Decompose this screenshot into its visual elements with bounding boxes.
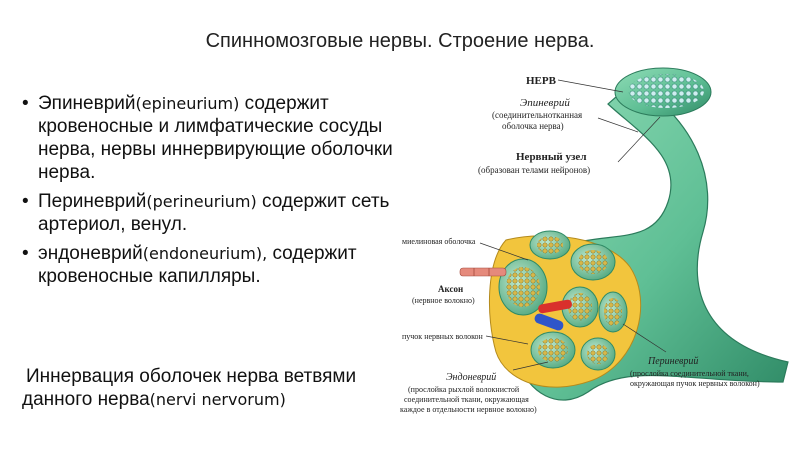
label-epineurium-desc: (соединительнотканная — [492, 110, 582, 120]
bullet-lead: эндоневрий — [38, 243, 143, 264]
vein — [534, 313, 564, 331]
label-myelin: миелиновая оболочка — [402, 237, 476, 246]
bullet-text: содержит кровеносные капилляры. — [38, 243, 357, 287]
bundle-fibers — [604, 298, 622, 326]
artery — [538, 299, 572, 314]
leader-myelin — [479, 242, 529, 261]
label-endoneurium-desc: соединительной ткани, окружающая — [404, 395, 529, 404]
nerve-bundles — [498, 230, 628, 371]
leader-endoneurium — [512, 361, 549, 371]
leader-ganglion — [617, 116, 661, 163]
bundle-fibers — [587, 344, 609, 364]
bullet-epineurium: Эпиневрий(epineurium) содержит кровеносн… — [22, 92, 402, 184]
label-perineurium: Периневрий — [647, 356, 698, 367]
leader-bundle — [485, 335, 529, 345]
ganglion-neurons — [628, 74, 704, 108]
label-ganglion-desc: (образован телами нейронов) — [478, 165, 590, 175]
footer-text: Иннервация оболочек нерва ветвями данног… — [22, 366, 357, 410]
bullet-lead: Периневрий — [38, 191, 147, 212]
leader-nerve — [557, 79, 624, 93]
bullet-latin: (perineurium) — [146, 192, 257, 211]
bullet-endoneurium: эндоневрий(endoneurium), содержит кровен… — [22, 242, 402, 288]
slide-title: Спинномозговые нервы. Строение нерва. — [205, 30, 595, 52]
label-nerve: НЕРВ — [526, 75, 557, 87]
nerve-structure-illustration: НЕРВ Эпиневрий (соединительнотканная обо… — [400, 67, 789, 414]
label-ganglion: Нервный узел — [516, 151, 587, 163]
bundle-fibers — [537, 236, 563, 254]
bundle-fibers — [578, 250, 608, 274]
label-endoneurium-desc: (прослойка рыхлой волокнистой — [408, 385, 520, 394]
label-epineurium-desc: оболочка нерва) — [502, 121, 564, 131]
label-endoneurium: Эндоневрий — [446, 372, 496, 383]
bullet-latin: (endoneurium), — [142, 244, 268, 263]
leader-perineurium — [622, 323, 667, 353]
footer-note: Иннервация оболочек нерва ветвями данног… — [22, 365, 382, 411]
leader-epineurium — [597, 117, 639, 133]
bundle-fibers — [538, 338, 568, 362]
label-axon: Аксон — [438, 284, 463, 294]
footer-latin: (nervi nervorum) — [149, 390, 286, 409]
bullet-list: Эпиневрий(epineurium) содержит кровеносн… — [22, 92, 402, 294]
axon — [459, 267, 507, 277]
label-endoneurium-desc: каждое в отдельности нервное волокно) — [400, 405, 537, 414]
bundle-fibers — [506, 267, 540, 307]
label-epineurium: Эпиневрий — [520, 97, 570, 109]
bundle-fibers — [568, 293, 592, 321]
leader-lines — [479, 79, 667, 371]
bullet-text: содержит сеть артериол, венул. — [38, 191, 390, 235]
bullet-latin: (epineurium) — [135, 94, 240, 113]
bullet-lead: Эпиневрий — [38, 93, 136, 114]
label-axon-desc: (нервное волокно) — [412, 296, 475, 305]
bullet-perineurium: Периневрий(perineurium) содержит сеть ар… — [22, 190, 402, 236]
label-perineurium-desc: окружающая пучок нервных волокон) — [630, 379, 760, 388]
label-bundle: пучок нервных волокон — [402, 332, 484, 341]
label-perineurium-desc: (прослойка соединительной ткани, — [630, 369, 749, 378]
bullet-text: содержит кровеносные и лимфатические сос… — [38, 93, 393, 183]
